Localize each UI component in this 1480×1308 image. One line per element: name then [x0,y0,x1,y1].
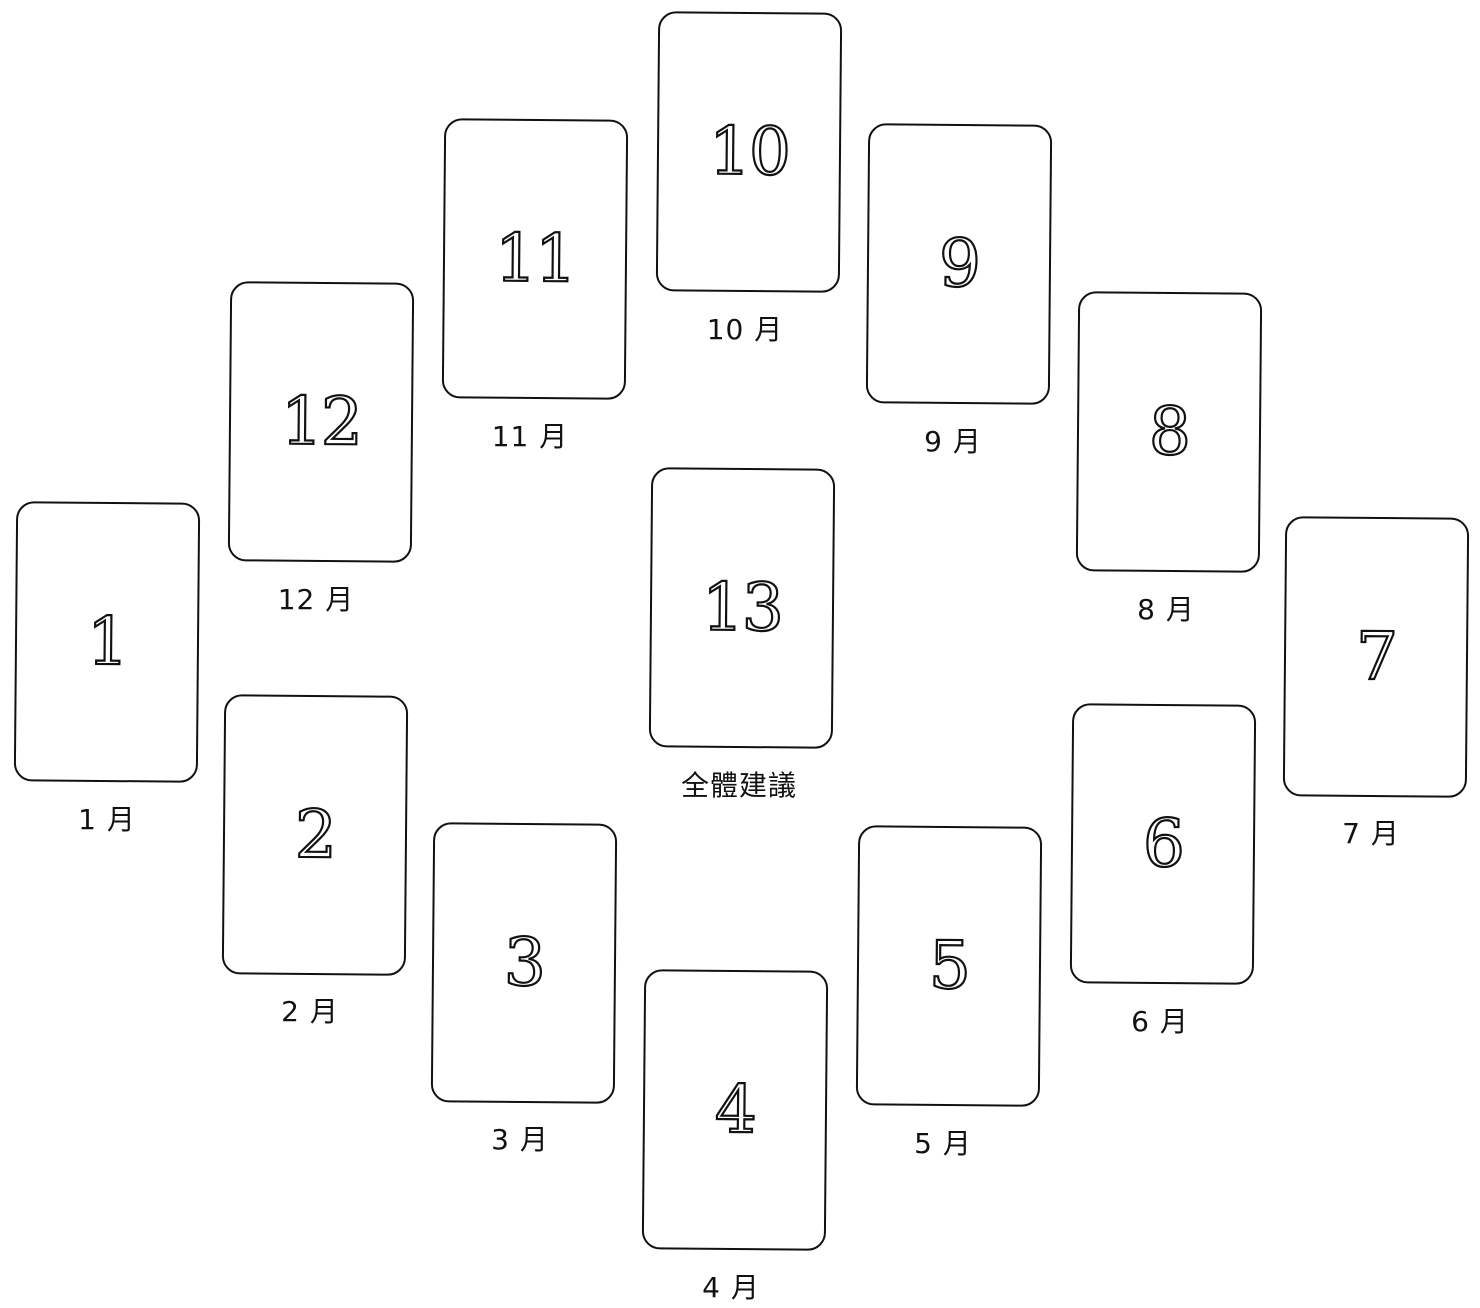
card-label-12: 12 月 [277,583,355,616]
card-number: 8 [1148,392,1191,472]
card-number: 10 [708,112,791,192]
card-label-10: 10 月 [706,313,784,346]
card-12: 12 [227,281,415,563]
card-number: 1 [86,602,129,682]
card-label-5: 5 月 [914,1127,972,1160]
card-label-8: 8 月 [1137,593,1195,626]
card-number: 13 [701,568,784,648]
card-label-2: 2 月 [281,995,339,1028]
card-label-13: 全體建議 [680,769,798,802]
card-label-6: 6 月 [1131,1005,1189,1038]
card-label-1: 1 月 [78,803,136,836]
card-3: 3 [430,822,618,1104]
card-5: 5 [855,825,1043,1107]
card-number: 5 [928,926,971,1006]
card-number: 3 [503,923,546,1003]
card-11: 11 [441,118,629,400]
card-10: 10 [655,11,843,293]
card-number: 4 [714,1070,757,1150]
card-2: 2 [221,694,409,976]
card-6: 6 [1069,703,1257,985]
card-9: 9 [865,123,1053,405]
card-8: 8 [1075,291,1263,573]
card-7: 7 [1282,516,1470,798]
card-number: 6 [1142,804,1185,884]
card-number: 7 [1355,617,1398,697]
card-13: 13 [648,467,836,749]
card-number: 11 [494,219,577,299]
card-1: 1 [13,501,201,783]
card-number: 9 [938,224,981,304]
card-4: 4 [641,969,829,1251]
card-number: 12 [280,382,363,462]
card-label-7: 7 月 [1342,817,1400,850]
card-label-4: 4 月 [702,1271,760,1304]
card-number: 2 [294,795,337,875]
card-label-11: 11 月 [491,420,569,453]
card-label-9: 9 月 [924,425,982,458]
card-label-3: 3 月 [491,1123,549,1156]
